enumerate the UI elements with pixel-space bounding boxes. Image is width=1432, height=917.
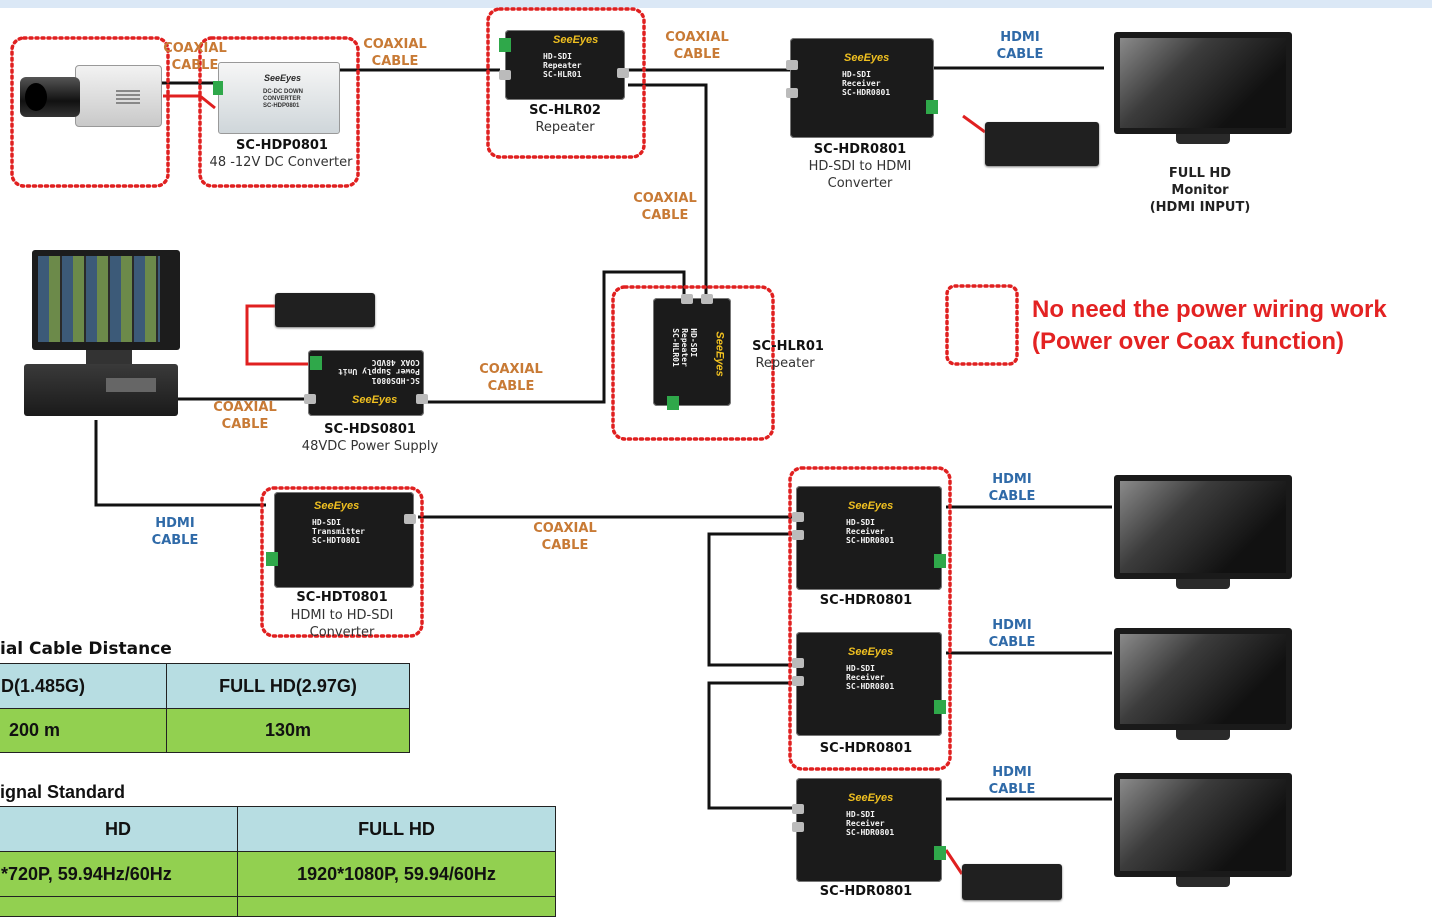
coax-label: COAXIAL CABLE	[665, 30, 729, 62]
model-sc-hdt0801: SC-HDT0801	[296, 590, 388, 605]
power-note-line1: No need the power wiring work	[1032, 296, 1387, 323]
coax-label: COAXIAL CABLE	[213, 400, 277, 432]
device-sc-hlr02: SeeEyes HD-SDI Repeater SC-HLR01	[499, 30, 629, 100]
device-brand: SeeEyes	[264, 73, 302, 83]
signal-value-hd: *720P, 59.94Hz/60Hz	[0, 851, 238, 897]
power-adapter-top	[985, 122, 1099, 166]
hdmi-label: HDMI CABLE	[996, 30, 1044, 62]
coax-line-chain-receiver2	[707, 532, 796, 667]
camera-image	[20, 65, 162, 127]
model-sc-hlr02: SC-HLR02	[529, 103, 601, 118]
device-sc-hdr0801-1: SeeEyes HD-SDI Receiver SC-HDR0801	[792, 486, 946, 590]
desc-sc-hdp0801: 48 -12V DC Converter	[209, 155, 353, 170]
coax-line-hds-hlr01	[424, 270, 686, 404]
coax-label: COAXIAL CABLE	[479, 362, 543, 394]
device-brand: SeeEyes	[352, 394, 398, 406]
device-brand: SeeEyes	[848, 792, 894, 804]
hdmi-label: HDMI CABLE	[988, 765, 1036, 797]
device-brand: SeeEyes	[848, 646, 894, 658]
device-sc-hdr0801-3: SeeEyes HD-SDI Receiver SC-HDR0801	[792, 778, 946, 882]
desc-sc-hlr01: Repeater	[755, 356, 815, 371]
distance-table-title: ial Cable Distance	[0, 639, 172, 659]
poc-box-hlr02	[486, 7, 646, 159]
device-panel-text: HD-SDI Transmitter SC-HDT0801	[312, 518, 365, 545]
monitor-3	[1114, 773, 1292, 887]
distance-header-hd: D(1.485G)	[0, 663, 167, 709]
power-wire-camera	[163, 94, 216, 110]
device-sc-hds0801: SeeEyes SC-HDS0801 Power Supply Unit COA…	[304, 350, 428, 416]
device-brand: SeeEyes	[713, 331, 726, 377]
power-wire-bottom-adapter	[944, 849, 964, 875]
device-panel-text: HD-SDI Repeater SC-HLR01	[543, 52, 582, 79]
device-panel-text: SC-HDS0801 Power Supply Unit COAX 48VDC	[338, 358, 420, 385]
power-note-line2: (Power over Coax function)	[1032, 328, 1345, 355]
distance-value-fullhd: 130m	[166, 708, 410, 753]
poc-box-hdt	[260, 486, 424, 638]
device-panel-text: DC-DC DOWN CONVERTER SC-HDP0801	[263, 89, 303, 109]
device-panel-text: HD-SDI Repeater SC-HLR01	[670, 328, 698, 367]
poc-box-converter	[198, 36, 360, 188]
device-panel-text: HD-SDI Receiver SC-HDR0801	[846, 810, 895, 837]
hdmi-line-dvr-hdt	[94, 420, 266, 507]
poc-box-hlr01	[611, 285, 775, 441]
signal-header-hd: HD	[0, 806, 238, 852]
monitor-2	[1114, 628, 1292, 740]
device-sc-hdr0801-top: SeeEyes HD-SDI Receiver SC-HDR0801	[786, 38, 938, 138]
signal-value-fullhd: 1920*1080P, 59.94/60Hz	[237, 851, 556, 897]
model-sc-hdr0801-1: SC-HDR0801	[819, 593, 913, 608]
coax-label: COAXIAL CABLE	[163, 41, 227, 73]
desc-sc-hds0801: 48VDC Power Supply	[301, 439, 439, 454]
desc-sc-hlr02: Repeater	[535, 120, 595, 135]
power-wire-hds	[245, 304, 310, 366]
device-brand: SeeEyes	[844, 52, 890, 64]
power-wire-top-adapter	[962, 114, 986, 134]
device-sc-hlr01: SeeEyes HD-SDI Repeater SC-HLR01	[653, 294, 731, 410]
desc-sc-hdt0801: HDMI to HD-SDI Converter	[290, 608, 394, 640]
desc-sc-hdr0801-top: HD-SDI to HDMI Converter	[808, 159, 912, 191]
hdmi-label: HDMI CABLE	[988, 618, 1036, 650]
hdmi-label: HDMI CABLE	[151, 516, 199, 548]
monitor-label: FULL HD Monitor (HDMI INPUT)	[1149, 166, 1251, 215]
distance-table: D(1.485G) FULL HD(2.97G) 200 m 130m	[0, 663, 410, 753]
coax-line-chain-receiver3	[707, 681, 796, 810]
model-sc-hds0801: SC-HDS0801	[324, 422, 416, 437]
device-panel-text: HD-SDI Receiver SC-HDR0801	[846, 664, 895, 691]
poc-box-camera	[10, 36, 170, 188]
device-brand: SeeEyes	[314, 500, 360, 512]
model-sc-hdr0801-2: SC-HDR0801	[819, 741, 913, 756]
coax-label: COAXIAL CABLE	[633, 191, 697, 223]
coax-label: COAXIAL CABLE	[533, 521, 597, 553]
monitor-top	[1114, 32, 1292, 144]
power-adapter-bottom	[962, 864, 1062, 900]
device-brand: SeeEyes	[848, 500, 894, 512]
coax-line-hlr02-hlr01	[628, 83, 708, 298]
signal-table-title: ignal Standard	[0, 782, 126, 802]
device-sc-hdt0801: SeeEyes HD-SDI Transmitter SC-HDT0801	[266, 492, 416, 588]
dvr-station-image	[22, 250, 180, 430]
distance-value-hd: 200 m	[0, 708, 167, 753]
model-sc-hdr0801-3: SC-HDR0801	[819, 884, 913, 899]
model-sc-hlr01: SC-HLR01	[752, 339, 824, 354]
signal-table: HD FULL HD *720P, 59.94Hz/60Hz 1920*1080…	[0, 806, 556, 917]
monitor-1	[1114, 475, 1292, 589]
distance-header-fullhd: FULL HD(2.97G)	[166, 663, 410, 709]
coax-label: COAXIAL CABLE	[363, 37, 427, 69]
poc-box-receivers	[788, 466, 952, 771]
device-panel-text: HD-SDI Receiver SC-HDR0801	[846, 518, 895, 545]
model-sc-hdr0801-top: SC-HDR0801	[813, 142, 907, 157]
top-band	[0, 0, 1432, 8]
device-sc-hdp0801: SeeEyes DC-DC DOWN CONVERTER SC-HDP0801	[213, 62, 340, 134]
poc-box-legend	[945, 284, 1019, 366]
device-panel-text: HD-SDI Receiver SC-HDR0801	[842, 70, 891, 97]
device-brand: SeeEyes	[553, 34, 599, 46]
hdmi-label: HDMI CABLE	[988, 472, 1036, 504]
model-sc-hdp0801: SC-HDP0801	[236, 138, 328, 153]
signal-header-fullhd: FULL HD	[237, 806, 556, 852]
power-adapter-hds	[275, 293, 375, 327]
device-sc-hdr0801-2: SeeEyes HD-SDI Receiver SC-HDR0801	[792, 632, 946, 736]
